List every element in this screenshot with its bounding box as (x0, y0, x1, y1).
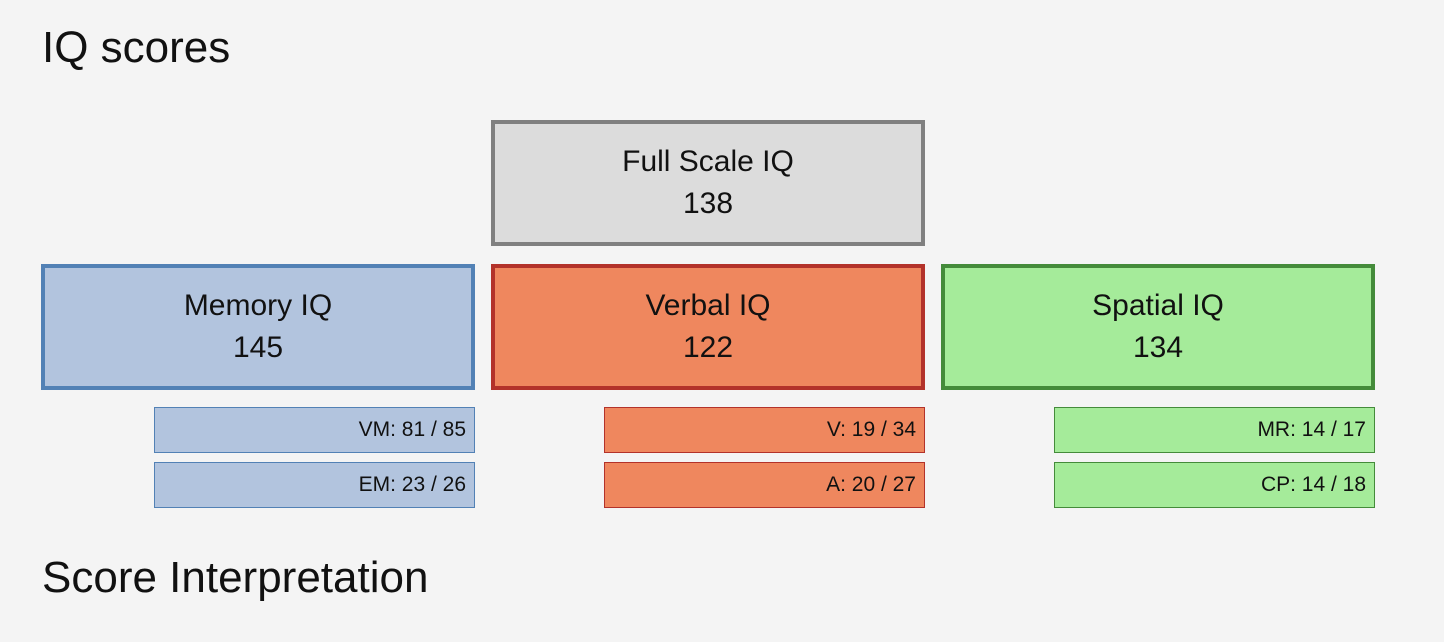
score-interpretation-heading: Score Interpretation (42, 553, 429, 602)
verbal-iq-score: 122 (682, 331, 734, 364)
verbal-subtest-v: V: 19 / 34 (604, 407, 925, 453)
iq-scores-heading: IQ scores (42, 23, 231, 72)
spatial-iq-card: Spatial IQ 134 (941, 264, 1375, 390)
memory-iq-label: Memory IQ (183, 289, 333, 322)
spatial-iq-score: 134 (1132, 331, 1184, 364)
memory-subtest-em: EM: 23 / 26 (154, 462, 475, 508)
spatial-iq-label: Spatial IQ (1092, 289, 1224, 322)
full-scale-iq-score: 138 (682, 187, 734, 220)
memory-iq-card: Memory IQ 145 (41, 264, 475, 390)
memory-subtest-vm: VM: 81 / 85 (154, 407, 475, 453)
spatial-subtest-cp: CP: 14 / 18 (1054, 462, 1375, 508)
verbal-iq-card: Verbal IQ 122 (491, 264, 925, 390)
verbal-subtest-a: A: 20 / 27 (604, 462, 925, 508)
spatial-subtest-mr: MR: 14 / 17 (1054, 407, 1375, 453)
full-scale-iq-card: Full Scale IQ 138 (491, 120, 925, 246)
verbal-iq-label: Verbal IQ (645, 289, 771, 322)
full-scale-iq-label: Full Scale IQ (622, 145, 794, 178)
memory-iq-score: 145 (232, 331, 284, 364)
